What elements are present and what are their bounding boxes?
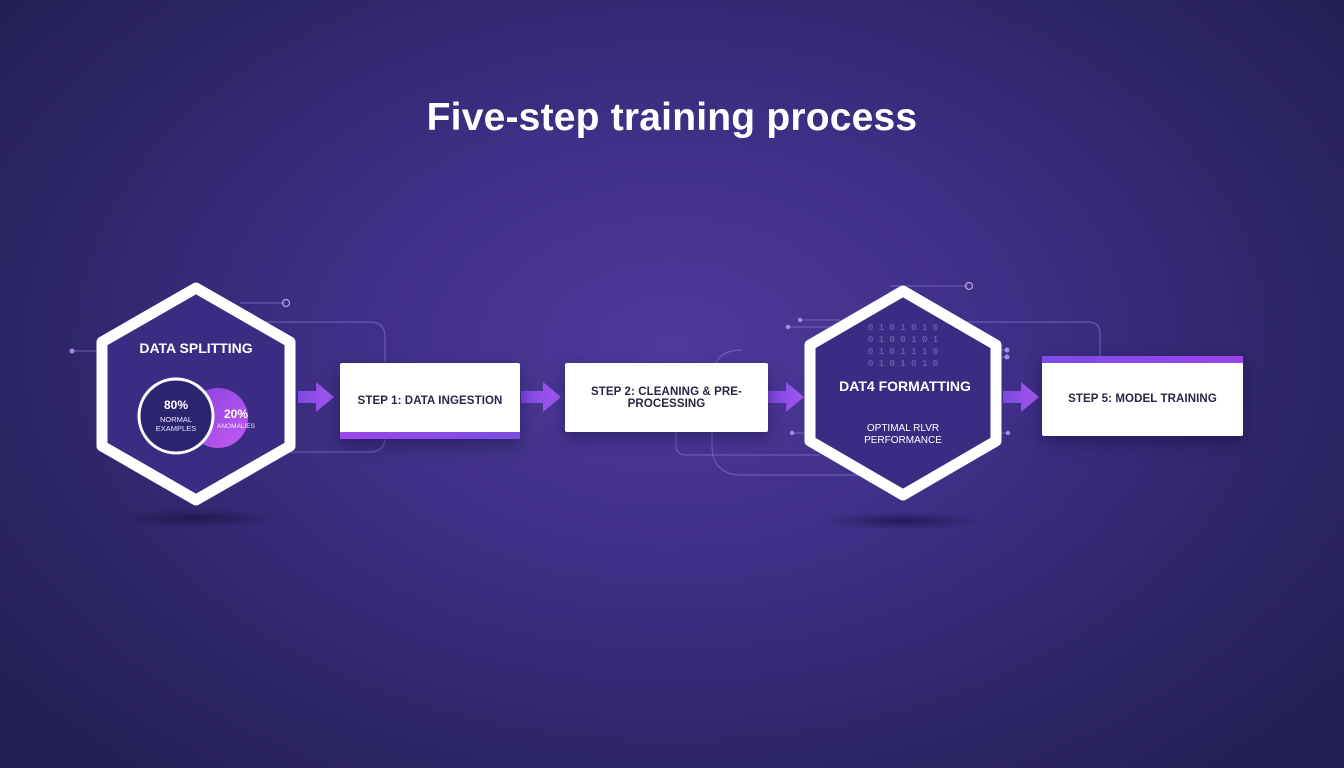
normal-share-line1: NORMAL	[160, 415, 192, 424]
node-data-formatting: 0 1 0 1 0 1 0 0 1 0 0 1 0 1 0 1 0 1 1 1 …	[804, 285, 1002, 501]
formatting-shadow	[822, 512, 982, 530]
flow-arrows	[298, 382, 1039, 412]
binary-code-pattern: 0 1 0 1 0 1 0 0 1 0 0 1 0 1 0 1 0 1 1 1 …	[868, 323, 938, 369]
splitting-label: DATA SPLITTING	[139, 340, 252, 356]
circuit-nodes	[69, 281, 1011, 436]
step1-label: STEP 1: DATA INGESTION	[357, 395, 503, 407]
formatting-label: DAT4 FORMATTING	[839, 378, 971, 394]
step-data-ingestion: STEP 1: DATA INGESTION	[340, 363, 520, 439]
formatting-sub-line2: PERFORMANCE	[864, 435, 942, 446]
binary-row: 0 1 0 1 0 1 0	[868, 359, 938, 369]
node-data-splitting: DATA SPLITTING 80% NORMAL EXAMPLES 20% A…	[96, 282, 296, 506]
splitting-shadow	[116, 509, 276, 527]
step-cleaning-preprocessing: STEP 2: CLEANING & PRE-PROCESSING	[565, 363, 768, 432]
arrow-step1-to-step2	[521, 382, 561, 412]
formatting-hexagon	[804, 285, 1002, 501]
anomaly-share-line1: ANOMALIES	[217, 423, 256, 430]
binary-row: 0 1 0 1 0 1 0	[868, 323, 938, 333]
step5-label: STEP 5: MODEL TRAINING	[1068, 393, 1217, 405]
anomaly-share-value: 20%	[224, 407, 248, 421]
normal-share-value: 80%	[164, 398, 188, 412]
binary-row: 0 1 0 1 1 1 0	[868, 347, 938, 357]
arrow-splitting-to-step1	[298, 382, 334, 412]
arrow-formatting-to-step5	[1003, 382, 1039, 412]
page-title: Five-step training process	[426, 96, 918, 139]
step2-label: STEP 2: CLEANING & PRE-PROCESSING	[591, 385, 742, 410]
arrow-step2-to-formatting	[768, 382, 804, 412]
normal-examples-segment	[137, 377, 215, 455]
formatting-sub-line1: OPTIMAL RLVR	[867, 423, 939, 434]
binary-row: 0 1 0 0 1 0 1	[868, 335, 938, 345]
normal-share-line2: EXAMPLES	[156, 424, 196, 433]
step-model-training: STEP 5: MODEL TRAINING	[1042, 356, 1243, 436]
